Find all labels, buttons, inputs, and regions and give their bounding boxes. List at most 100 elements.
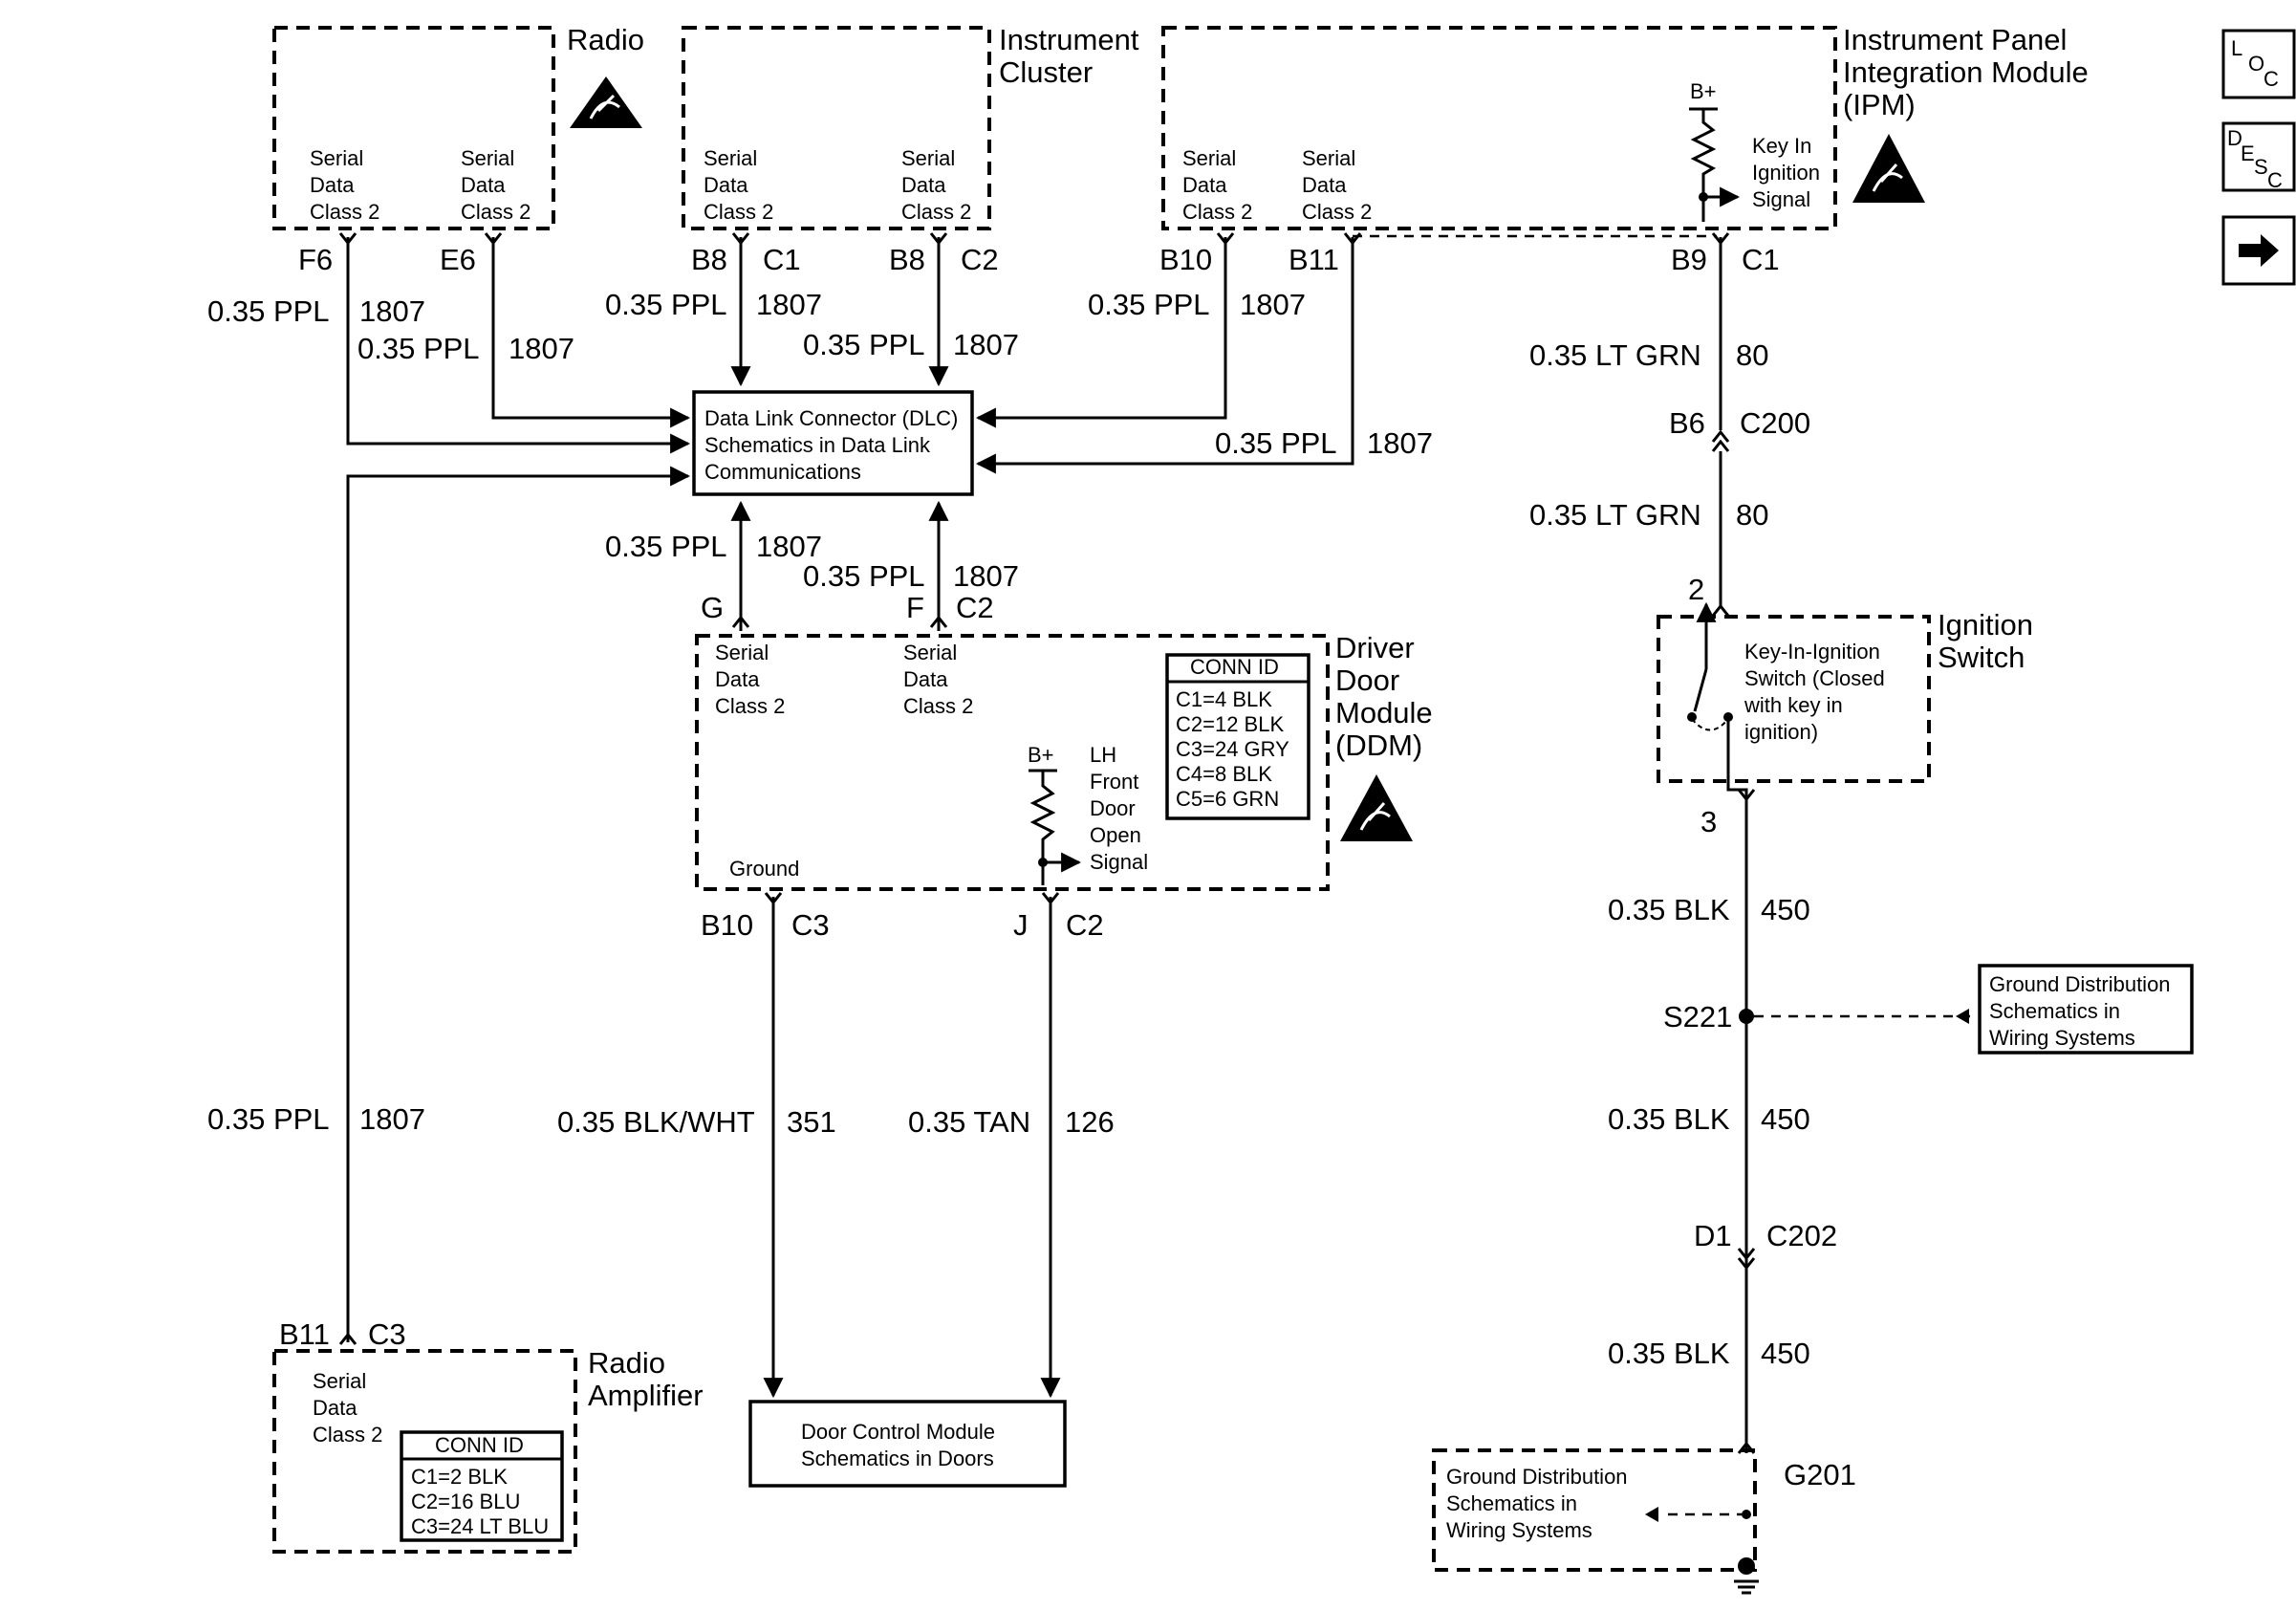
ground-reference-bottom[interactable]: Ground Distribution Schematics in Wiring… bbox=[1432, 1448, 1757, 1572]
svg-text:Data: Data bbox=[704, 173, 748, 197]
svg-text:Wiring Systems: Wiring Systems bbox=[1989, 1026, 2135, 1050]
wire-circuit: 450 bbox=[1761, 1337, 1810, 1370]
svg-text:Class 2: Class 2 bbox=[715, 694, 785, 718]
connector-label: C1 bbox=[1742, 243, 1780, 276]
svg-text:C1=4 BLK: C1=4 BLK bbox=[1176, 687, 1272, 711]
svg-text:Class 2: Class 2 bbox=[704, 200, 773, 224]
pin-label: 3 bbox=[1700, 805, 1717, 838]
svg-text:Class 2: Class 2 bbox=[313, 1423, 382, 1447]
wire-gauge: 0.35 PPL bbox=[1088, 288, 1210, 321]
labels: F6 E6 B8 C1 B8 C2 B10 B11 B9 C1 0.35 PPL… bbox=[207, 243, 1856, 1491]
door-control-reference[interactable]: Door Control Module Schematics in Doors bbox=[748, 1400, 1067, 1488]
svg-text:Schematics in: Schematics in bbox=[1446, 1491, 1577, 1515]
svg-text:with key in: with key in bbox=[1744, 693, 1843, 717]
cluster-serial-left: Serial bbox=[704, 146, 757, 170]
connector-label: C3 bbox=[791, 908, 830, 942]
svg-text:Door Control Module: Door Control Module bbox=[801, 1420, 995, 1444]
connector-label: C200 bbox=[1740, 406, 1810, 440]
svg-text:Schematics in Data Link: Schematics in Data Link bbox=[704, 433, 931, 457]
svg-text:D: D bbox=[2227, 126, 2242, 150]
ipm-bplus: B+ bbox=[1690, 79, 1717, 103]
wire-circuit: 450 bbox=[1761, 893, 1810, 926]
svg-text:C2=12 BLK: C2=12 BLK bbox=[1176, 712, 1284, 736]
svg-text:O: O bbox=[2248, 52, 2264, 76]
svg-text:Class 2: Class 2 bbox=[1302, 200, 1372, 224]
connector-label: C2 bbox=[1066, 908, 1104, 942]
wire-circuit: 1807 bbox=[1240, 288, 1306, 321]
ipm-serial-left: Serial bbox=[1182, 146, 1236, 170]
radio-amplifier-module: Radio Amplifier Serial Data Class 2 CONN… bbox=[272, 1346, 704, 1554]
wire-circuit: 1807 bbox=[509, 332, 574, 365]
svg-text:Data: Data bbox=[1302, 173, 1347, 197]
wire-gauge: 0.35 LT GRN bbox=[1529, 498, 1701, 532]
radio-serial-left: Serial bbox=[310, 146, 363, 170]
svg-text:Data: Data bbox=[715, 667, 760, 691]
wire-gauge: 0.35 BLK bbox=[1608, 1102, 1730, 1136]
svg-text:Schematics in: Schematics in bbox=[1989, 999, 2120, 1023]
splice-label: S221 bbox=[1663, 1000, 1732, 1033]
svg-text:Signal: Signal bbox=[1752, 187, 1810, 211]
connector-label: C2 bbox=[961, 243, 999, 276]
svg-text:Switch: Switch bbox=[1938, 641, 2025, 674]
wire-circuit: 1807 bbox=[756, 530, 822, 563]
pin-label: 2 bbox=[1688, 573, 1704, 606]
wire-gauge: 0.35 BLK bbox=[1608, 1337, 1730, 1370]
ignition-title: Ignition bbox=[1938, 608, 2033, 642]
svg-text:E: E bbox=[2241, 141, 2255, 165]
splice-s221 bbox=[1739, 1009, 1754, 1024]
dlc-reference[interactable]: Data Link Connector (DLC) Schematics in … bbox=[692, 390, 974, 496]
next-button[interactable] bbox=[2221, 215, 2296, 286]
svg-text:Class 2: Class 2 bbox=[903, 694, 973, 718]
pin-label: F bbox=[906, 591, 924, 624]
svg-text:Class 2: Class 2 bbox=[1182, 200, 1252, 224]
ground-label: G201 bbox=[1784, 1458, 1856, 1491]
wire-circuit: 1807 bbox=[359, 294, 425, 328]
ipm-serial-right: Serial bbox=[1302, 146, 1355, 170]
amp-title: Radio bbox=[588, 1346, 665, 1380]
wire-gauge: 0.35 PPL bbox=[803, 328, 925, 361]
wire-gauge: 0.35 TAN bbox=[908, 1105, 1030, 1139]
svg-text:Module: Module bbox=[1335, 696, 1433, 729]
wires bbox=[338, 232, 1971, 1595]
ground-icon bbox=[1738, 1557, 1755, 1575]
wire-gauge: 0.35 PPL bbox=[1215, 426, 1337, 460]
svg-text:Ignition: Ignition bbox=[1752, 161, 1820, 185]
svg-text:C2=16 BLU: C2=16 BLU bbox=[411, 1490, 520, 1513]
svg-text:Door: Door bbox=[1090, 796, 1136, 820]
svg-text:(DDM): (DDM) bbox=[1335, 729, 1422, 762]
svg-text:Open: Open bbox=[1090, 823, 1141, 847]
wire-gauge: 0.35 PPL bbox=[605, 530, 727, 563]
wire-gauge: 0.35 PPL bbox=[803, 559, 925, 593]
esd-icon bbox=[1852, 134, 1925, 203]
connector-label: C1 bbox=[763, 243, 801, 276]
svg-text:(IPM): (IPM) bbox=[1843, 88, 1916, 121]
svg-text:Ground Distribution: Ground Distribution bbox=[1989, 972, 2171, 996]
ignition-switch: Ignition Switch Key-In-Ignition Switch (… bbox=[1657, 601, 2033, 784]
svg-text:C4=8 BLK: C4=8 BLK bbox=[1176, 762, 1272, 786]
svg-text:Switch (Closed: Switch (Closed bbox=[1744, 666, 1885, 690]
wire-circuit: 126 bbox=[1065, 1105, 1115, 1139]
ipm-signal-label: Key In bbox=[1752, 134, 1811, 158]
svg-text:Schematics in Doors: Schematics in Doors bbox=[801, 1447, 994, 1470]
ddm-ground-label: Ground bbox=[729, 857, 799, 881]
loc-button[interactable]: L O C bbox=[2221, 29, 2296, 99]
desc-button[interactable]: D E S C bbox=[2221, 121, 2296, 192]
wire-gauge: 0.35 PPL bbox=[357, 332, 480, 365]
svg-text:Cluster: Cluster bbox=[999, 55, 1093, 89]
svg-text:Class 2: Class 2 bbox=[310, 200, 379, 224]
svg-text:C1=2 BLK: C1=2 BLK bbox=[411, 1465, 508, 1489]
ground-reference-right[interactable]: Ground Distribution Schematics in Wiring… bbox=[1978, 964, 2194, 1055]
pin-label: B6 bbox=[1669, 406, 1705, 440]
ddm-conn-id-table: CONN ID C1=4 BLK C2=12 BLK C3=24 GRY C4=… bbox=[1165, 653, 1310, 820]
svg-text:Data: Data bbox=[903, 667, 948, 691]
wire-circuit: 450 bbox=[1761, 1102, 1810, 1136]
wire-circuit: 1807 bbox=[953, 559, 1019, 593]
ddm-signal-label: LH bbox=[1090, 743, 1116, 767]
svg-text:ignition): ignition) bbox=[1744, 720, 1818, 744]
radio-serial-right: Serial bbox=[461, 146, 514, 170]
amp-conn-id-table: CONN ID C1=2 BLK C2=16 BLU C3=24 LT BLU bbox=[400, 1430, 564, 1542]
pin-label: B8 bbox=[889, 243, 925, 276]
wire-gauge: 0.35 PPL bbox=[207, 294, 330, 328]
wire-gauge: 0.35 PPL bbox=[207, 1102, 330, 1136]
